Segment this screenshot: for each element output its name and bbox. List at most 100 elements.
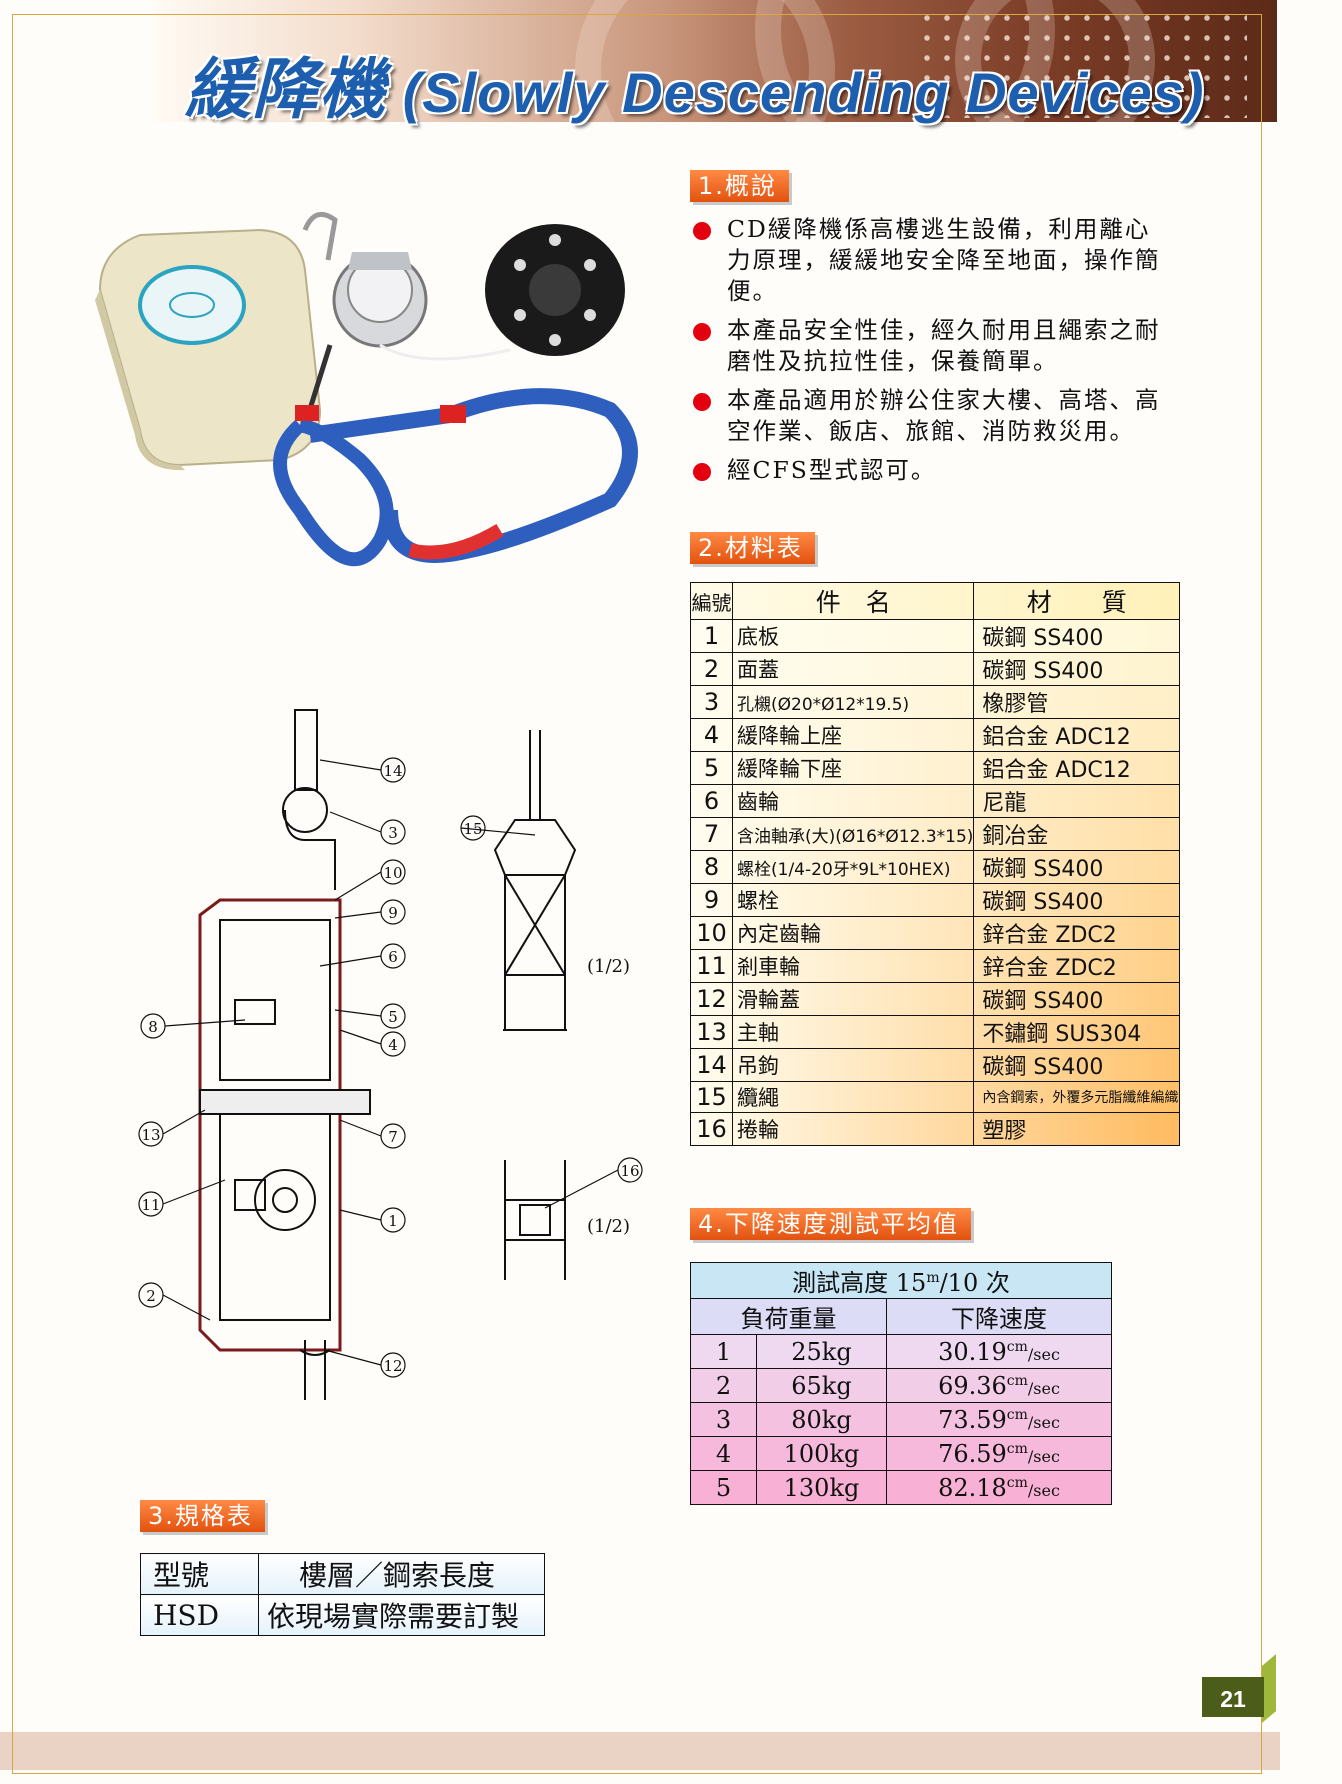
technical-drawing: 14 3 15 10 9 6 8 5 4 13 7 16 11 1 2 12 (…	[138, 709, 643, 1400]
cell-no: 1	[690, 1334, 757, 1369]
cell-name: 纜繩	[731, 1081, 975, 1113]
cell-material: 碳鋼 SS400	[973, 619, 1180, 653]
page-frame	[12, 14, 1262, 1774]
cell-load: 65kg	[756, 1368, 887, 1403]
callout-8: 8	[148, 1018, 158, 1036]
callout-12: 12	[383, 1357, 402, 1375]
cell-no: 8	[690, 850, 733, 884]
cell-no: 9	[690, 883, 733, 917]
cell-material: 尼龍	[973, 784, 1180, 818]
cell-no: 10	[690, 916, 733, 950]
spec-header-length: 樓層／鋼索長度	[258, 1553, 545, 1595]
speed-value: 69.36	[938, 1371, 1007, 1400]
col-speed-header: 下降速度	[886, 1298, 1112, 1335]
cell-no: 2	[690, 652, 733, 686]
speed-unit: /sec	[1027, 1378, 1060, 1398]
speed-unit-sup: cm	[1006, 1440, 1028, 1457]
callout-14: 14	[383, 762, 402, 780]
speed-value: 82.18	[938, 1473, 1007, 1502]
callout-7: 7	[388, 1128, 398, 1146]
cell-load: 130kg	[756, 1470, 887, 1505]
cell-name: 面蓋	[731, 652, 975, 686]
spec-length-value: 依現場實際需要訂製	[258, 1594, 545, 1636]
cable-reel	[485, 224, 625, 356]
cell-no: 4	[690, 718, 733, 752]
cell-no: 2	[690, 1368, 757, 1403]
speed-value: 30.19	[938, 1337, 1007, 1366]
cell-load: 25kg	[756, 1334, 887, 1369]
callout-1: 1	[388, 1212, 398, 1230]
spec-model-value: HSD	[140, 1594, 259, 1636]
spec-header-model: 型號	[140, 1553, 259, 1595]
cell-material: 不鏽鋼 SUS304	[973, 1015, 1180, 1049]
cell-no: 15	[690, 1081, 733, 1113]
cell-speed: 30.19cm/sec	[886, 1334, 1112, 1369]
product-photo	[95, 211, 638, 567]
speed-unit-sup: cm	[1006, 1474, 1028, 1491]
speed-unit: /sec	[1027, 1344, 1060, 1364]
cell-material: 鋁合金 ADC12	[973, 751, 1180, 785]
section-4-title: 4.下降速度測試平均值	[690, 1208, 971, 1240]
section-2-title: 2.材料表	[690, 532, 815, 564]
page-title: 緩降機 (Slowly Descending Devices)	[185, 36, 1204, 132]
cell-no: 16	[690, 1112, 733, 1146]
col-load-header: 負荷重量	[690, 1298, 887, 1335]
cell-no: 12	[690, 982, 733, 1016]
callout-13: 13	[141, 1126, 160, 1144]
cell-name: 螺栓	[731, 883, 975, 917]
section-1-title: 1.概說	[690, 170, 789, 202]
cell-name: 內定齒輪	[731, 916, 975, 950]
cell-material: 鋅合金 ZDC2	[973, 949, 1180, 983]
cell-name: 含油軸承(大)(Ø16*Ø12.3*15)	[731, 817, 975, 851]
cell-material: 碳鋼 SS400	[973, 850, 1180, 884]
header-material: 材 質	[973, 582, 1180, 620]
speed-unit: /sec	[1027, 1480, 1060, 1500]
cell-name: 齒輪	[731, 784, 975, 818]
cell-material: 內含鋼索，外覆多元脂纖維編織	[973, 1081, 1180, 1113]
cell-load: 80kg	[756, 1402, 887, 1437]
cell-name: 底板	[731, 619, 975, 653]
cell-no: 3	[690, 1402, 757, 1437]
speed-unit-sup: cm	[1006, 1338, 1028, 1355]
cell-no: 11	[690, 949, 733, 983]
callout-6: 6	[388, 948, 398, 966]
speed-unit: /sec	[1027, 1412, 1060, 1432]
page-number-tab	[1262, 1654, 1276, 1723]
cell-material: 鋁合金 ADC12	[973, 718, 1180, 752]
cell-speed: 73.59cm/sec	[886, 1402, 1112, 1437]
section-3-title: 3.規格表	[140, 1500, 265, 1532]
cell-no: 6	[690, 784, 733, 818]
cell-material: 鋅合金 ZDC2	[973, 916, 1180, 950]
intro-item: CD緩降機係高樓逃生設備，利用離心力原理，緩緩地安全降至地面，操作簡便。	[693, 214, 1173, 307]
callouts: 14 3 15 10 9 6 8 5 4 13 7 16 11 1 2 12 (…	[138, 757, 643, 1378]
callout-11: 11	[141, 1196, 160, 1214]
cell-no: 1	[690, 619, 733, 653]
harness-belt	[273, 344, 638, 567]
cell-material: 碳鋼 SS400	[973, 883, 1180, 917]
cell-name: 螺栓(1/4-20牙*9L*10HEX)	[731, 850, 975, 884]
descender-unit	[302, 211, 428, 348]
cell-no: 13	[690, 1015, 733, 1049]
callout-3: 3	[388, 824, 398, 842]
intro-item: 本產品適用於辦公住家大樓、高塔、高空作業、飯店、旅館、消防救災用。	[693, 385, 1173, 447]
cell-no: 14	[690, 1048, 733, 1082]
cell-material: 銅冶金	[973, 817, 1180, 851]
callout-15: 15	[463, 820, 482, 838]
cell-name: 滑輪蓋	[731, 982, 975, 1016]
